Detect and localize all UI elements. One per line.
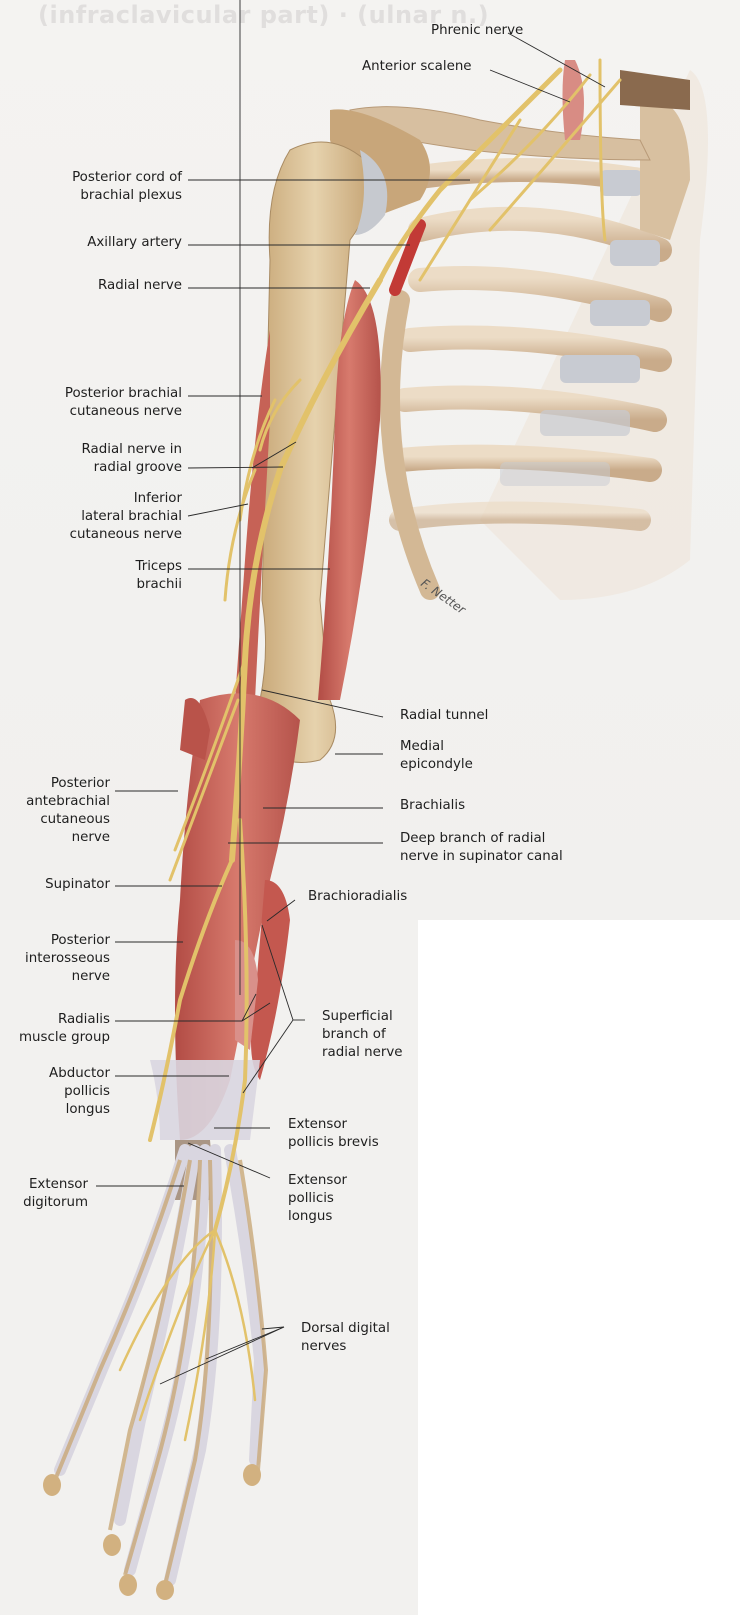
- background-bleed-through-text: (infraclavicular part) · (ulnar n.): [38, 1, 490, 29]
- ribcage: [380, 70, 708, 600]
- label-extensor-pollicis-longus: Extensor pollicis longus: [288, 1173, 348, 1224]
- label-posterior-cord-brachial-plexus: Posterior cord of brachial plexus: [72, 170, 182, 203]
- label-radial-tunnel: Radial tunnel: [400, 708, 489, 723]
- label-anterior-scalene: Anterior scalene: [362, 59, 472, 74]
- radial-nerve-tree: [118, 58, 622, 1442]
- label-axillary-artery: Axillary artery: [87, 235, 182, 250]
- label-posterior-antebrachial-cutaneous-nerve: Posterior antebrachial cutaneous nerve: [26, 776, 110, 845]
- label-phrenic-nerve: Phrenic nerve: [431, 23, 524, 38]
- label-extensor-pollicis-brevis: Extensor pollicis brevis: [288, 1117, 379, 1150]
- label-deep-branch-radial-nerve: Deep branch of radial nerve in supinator…: [400, 831, 563, 864]
- triceps-lateral-head: [235, 330, 270, 700]
- hand-skeleton: [43, 1060, 269, 1600]
- leader-lines: [96, 0, 606, 1385]
- label-abductor-pollicis-longus: Abductor pollicis longus: [49, 1066, 110, 1117]
- triceps-muscle: [318, 280, 381, 700]
- label-brachioradialis: Brachioradialis: [308, 889, 408, 904]
- label-radialis-muscle-group: Radialis muscle group: [19, 1012, 110, 1045]
- axillary-artery: [389, 219, 426, 296]
- label-radial-nerve-in-radial-groove: Radial nerve in radial groove: [81, 442, 182, 475]
- label-posterior-interosseous-nerve: Posterior interosseous nerve: [25, 933, 110, 984]
- label-medial-epicondyle: Medial epicondyle: [400, 739, 473, 772]
- label-supinator: Supinator: [45, 877, 110, 892]
- label-radial-nerve: Radial nerve: [97, 278, 182, 293]
- label-triceps-brachii: Triceps brachii: [135, 559, 182, 592]
- label-dorsal-digital-nerves: Dorsal digital nerves: [301, 1321, 390, 1354]
- anterior-scalene-muscle: [562, 60, 584, 140]
- label-brachialis: Brachialis: [400, 798, 466, 813]
- label-inferior-lateral-brachial-cutaneous-nerve: Inferior lateral brachial cutaneous nerv…: [69, 491, 182, 542]
- label-superficial-branch-radial-nerve: Superficial branch of radial nerve: [322, 1009, 403, 1060]
- label-posterior-brachial-cutaneous-nerve: Posterior brachial cutaneous nerve: [64, 386, 182, 419]
- humerus: [259, 141, 388, 763]
- label-extensor-digitorum: Extensor digitorum: [23, 1177, 88, 1210]
